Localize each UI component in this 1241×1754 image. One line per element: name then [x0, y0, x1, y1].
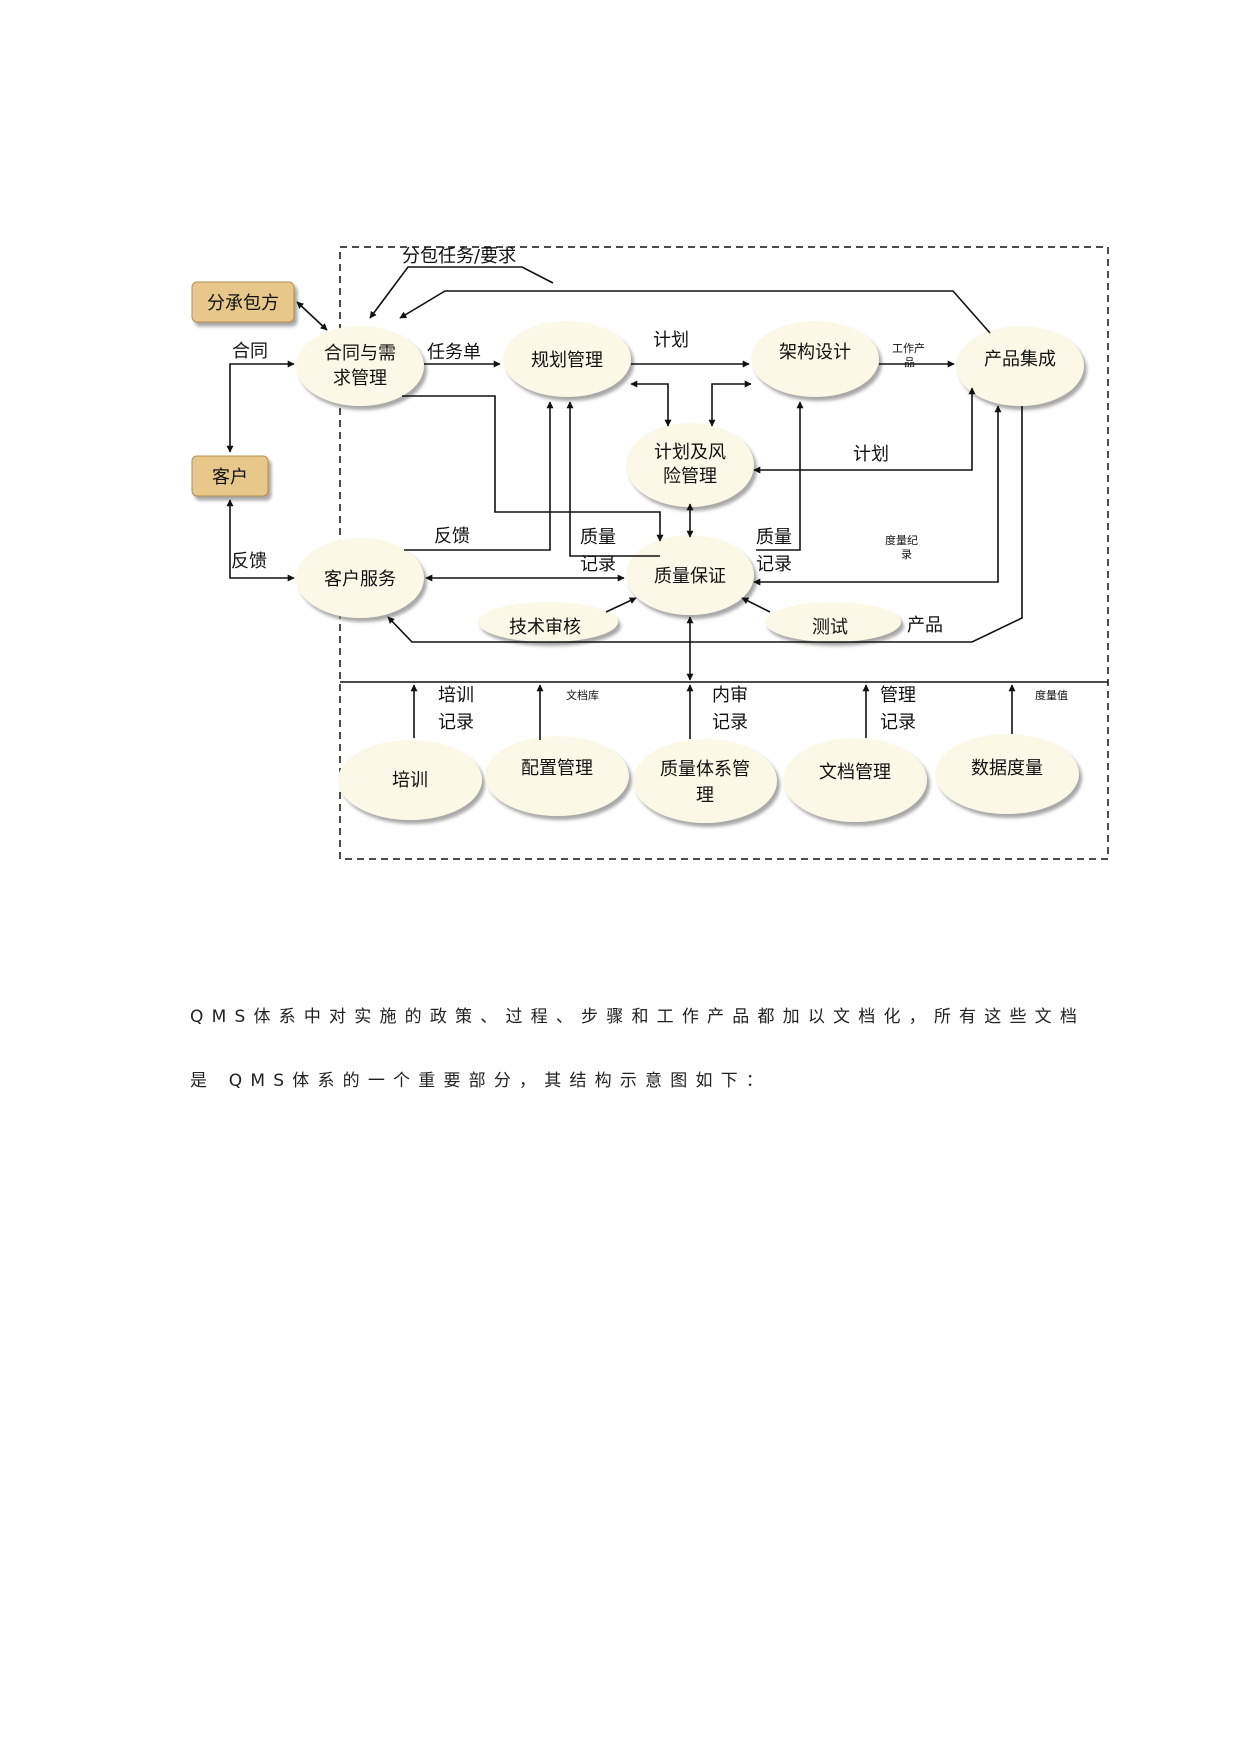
- node-plan-risk: 计划及风 险管理: [626, 423, 754, 507]
- arrow-integration-to-contract: [399, 290, 991, 334]
- edge-labels: 分包任务/要求 合同 任务单 计划 工作产 品 计划 反馈 反馈 质量 记录 质…: [231, 246, 1068, 733]
- body-paragraph-line-1: QMS体系中对实施的政策、过程、步骤和工作产品都加以文档化，所有这些文档: [190, 1007, 1086, 1027]
- svg-text:质量: 质量: [580, 527, 616, 548]
- node-metrics: 数据度量: [935, 734, 1079, 814]
- svg-text:技术审核: 技术审核: [509, 617, 581, 638]
- arrow-review-qa: [605, 597, 637, 613]
- node-training: 培训: [338, 740, 482, 820]
- svg-text:险管理: 险管理: [663, 466, 717, 487]
- svg-text:录: 录: [901, 548, 912, 561]
- svg-text:管理: 管理: [880, 685, 916, 706]
- svg-text:计划: 计划: [653, 330, 689, 351]
- svg-text:度量纪: 度量纪: [885, 533, 918, 547]
- arrow-architecture-risk: [708, 380, 752, 427]
- svg-text:计划及风: 计划及风: [654, 442, 726, 463]
- svg-text:合同与需: 合同与需: [324, 343, 396, 364]
- node-doc-mgmt: 文档管理: [783, 738, 927, 822]
- svg-text:培训: 培训: [392, 770, 428, 791]
- svg-text:理: 理: [696, 785, 714, 806]
- svg-text:文档库: 文档库: [566, 688, 599, 702]
- svg-text:配置管理: 配置管理: [521, 758, 593, 779]
- svg-text:记录: 记录: [580, 554, 616, 575]
- arrow-subcontractor-contract: [296, 301, 328, 331]
- node-contract-requirements: 合同与需 求管理: [296, 326, 424, 406]
- svg-text:文档管理: 文档管理: [819, 762, 891, 783]
- svg-text:内审: 内审: [712, 685, 748, 706]
- svg-text:产品: 产品: [907, 615, 943, 636]
- svg-text:质量: 质量: [756, 527, 792, 548]
- arrow-product-service: [387, 406, 1023, 643]
- arrow-planning-risk: [630, 380, 672, 427]
- svg-text:任务单: 任务单: [427, 342, 481, 363]
- arrow-qa-planning-records: [566, 401, 660, 557]
- node-testing: 测试: [765, 602, 901, 642]
- svg-text:品: 品: [904, 356, 915, 369]
- svg-text:分承包方: 分承包方: [207, 293, 279, 314]
- node-integration: 产品集成: [956, 326, 1084, 406]
- node-config-mgmt: 配置管理: [485, 736, 629, 816]
- node-customer-service: 客户服务: [296, 538, 424, 618]
- node-architecture: 架构设计: [751, 321, 879, 397]
- svg-text:质量保证: 质量保证: [654, 566, 726, 587]
- arrow-feedback-planning: [404, 401, 554, 551]
- svg-text:架构设计: 架构设计: [779, 342, 851, 363]
- arrow-contract-qa: [402, 395, 664, 542]
- node-qms-mgmt: 质量体系管 理: [633, 739, 777, 823]
- node-tech-review: 技术审核: [478, 602, 618, 642]
- svg-text:客户: 客户: [212, 467, 248, 488]
- svg-text:记录: 记录: [756, 554, 792, 575]
- svg-text:反馈: 反馈: [434, 526, 470, 547]
- svg-text:培训: 培训: [438, 685, 474, 706]
- svg-text:反馈: 反馈: [231, 551, 267, 572]
- qms-structure-diagram: 分承包方 客户 合同与需 求管理 规划管理 架构设计 产品集成 计划及风 险管理…: [191, 246, 1109, 860]
- node-planning: 规划管理: [503, 321, 631, 397]
- svg-text:规划管理: 规划管理: [531, 350, 603, 371]
- svg-text:数据度量: 数据度量: [971, 758, 1043, 779]
- arrow-subcontract-task: [369, 266, 554, 319]
- svg-text:工作产: 工作产: [892, 341, 925, 355]
- svg-text:度量值: 度量值: [1035, 688, 1068, 702]
- node-quality-assurance: 质量保证: [626, 535, 754, 615]
- arrow-qa-integration-metrics: [753, 405, 1002, 586]
- node-subcontractor: 分承包方: [191, 281, 295, 323]
- body-paragraph-line-2: 是 QMS体系的一个重要部分，其结构示意图如下：: [190, 1071, 772, 1091]
- connectors: [226, 266, 1023, 740]
- svg-text:分包任务/要求: 分包任务/要求: [402, 246, 516, 267]
- svg-text:记录: 记录: [712, 712, 748, 733]
- node-customer: 客户: [191, 455, 269, 497]
- arrow-testing-qa: [741, 597, 771, 613]
- svg-text:质量体系管: 质量体系管: [660, 759, 750, 780]
- svg-text:合同: 合同: [232, 341, 268, 362]
- svg-text:记录: 记录: [880, 712, 916, 733]
- svg-text:求管理: 求管理: [333, 368, 387, 389]
- svg-text:产品集成: 产品集成: [984, 349, 1056, 370]
- svg-text:记录: 记录: [438, 712, 474, 733]
- arrow-customer-contract: [226, 360, 295, 453]
- svg-text:计划: 计划: [853, 444, 889, 465]
- arrow-customer-service: [226, 499, 295, 582]
- svg-text:客户服务: 客户服务: [324, 569, 396, 590]
- svg-text:测试: 测试: [812, 617, 848, 638]
